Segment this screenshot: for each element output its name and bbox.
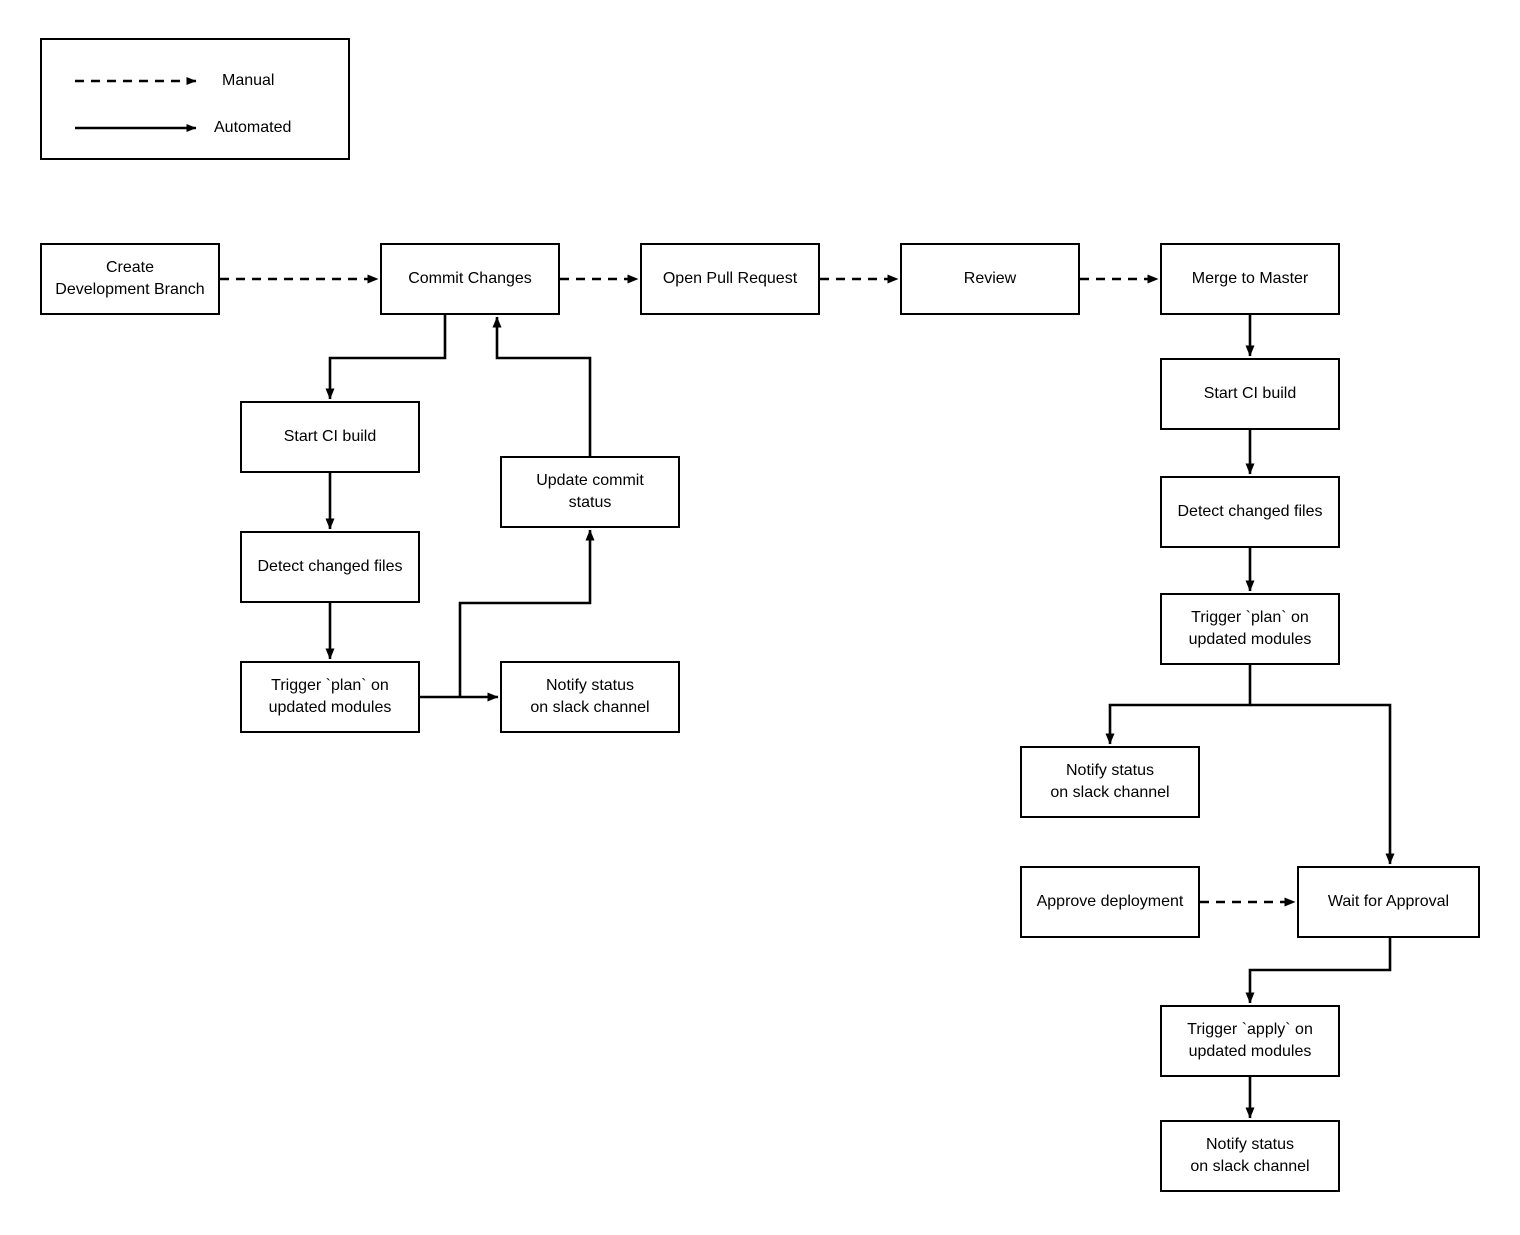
node-notify_slack_right[interactable]: Notify status on slack channel — [1020, 746, 1200, 818]
edge-update_commit_status-to-commit_changes — [492, 316, 592, 456]
edge-wait_for_approval-to-trigger_apply_right — [1245, 938, 1392, 1004]
node-approve_deployment[interactable]: Approve deployment — [1020, 866, 1200, 938]
node-notify_slack_left[interactable]: Notify status on slack channel — [500, 661, 680, 733]
edge-trigger_plan_right-to-wait_for_approval — [1250, 703, 1395, 865]
node-start_ci_build_right[interactable]: Start CI build — [1160, 358, 1340, 430]
legend-label-automated: Automated — [214, 119, 292, 136]
node-wait_for_approval[interactable]: Wait for Approval — [1297, 866, 1480, 938]
node-merge_to_master[interactable]: Merge to Master — [1160, 243, 1340, 315]
node-start_ci_build_left[interactable]: Start CI build — [240, 401, 420, 473]
node-commit_changes[interactable]: Commit Changes — [380, 243, 560, 315]
node-create_branch[interactable]: Create Development Branch — [40, 243, 220, 315]
legend-label-manual: Manual — [222, 72, 275, 89]
node-trigger_apply_right[interactable]: Trigger `apply` on updated modules — [1160, 1005, 1340, 1077]
node-review[interactable]: Review — [900, 243, 1080, 315]
node-open_pull_request[interactable]: Open Pull Request — [640, 243, 820, 315]
edge-trigger_plan_right-to-notify_slack_right — [1105, 665, 1252, 745]
node-trigger_plan_right[interactable]: Trigger `plan` on updated modules — [1160, 593, 1340, 665]
node-update_commit_status[interactable]: Update commit status — [500, 456, 680, 528]
edge-commit_changes-to-start_ci_build_left — [325, 315, 447, 400]
node-detect_files_left[interactable]: Detect changed files — [240, 531, 420, 603]
node-trigger_plan_left[interactable]: Trigger `plan` on updated modules — [240, 661, 420, 733]
node-notify_slack_bottom[interactable]: Notify status on slack channel — [1160, 1120, 1340, 1192]
legend-box — [40, 38, 350, 160]
node-detect_files_right[interactable]: Detect changed files — [1160, 476, 1340, 548]
